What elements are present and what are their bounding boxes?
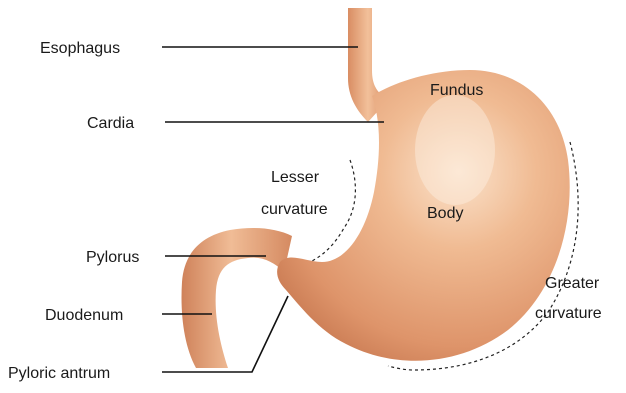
label-fundus: Fundus — [430, 82, 483, 99]
stomach-highlight — [415, 95, 495, 205]
label-pyloric-antrum: Pyloric antrum — [8, 365, 110, 382]
label-greater-curvature-2: curvature — [535, 305, 602, 322]
label-greater-curvature-1: Greater — [545, 275, 600, 292]
label-duodenum: Duodenum — [45, 307, 123, 324]
label-body: Body — [427, 205, 463, 222]
label-pylorus: Pylorus — [86, 249, 139, 266]
duodenum-shape — [182, 228, 292, 368]
label-lesser-curvature-1: Lesser — [271, 169, 320, 186]
label-lesser-curvature-2: curvature — [261, 201, 328, 218]
label-esophagus: Esophagus — [40, 40, 120, 57]
label-cardia: Cardia — [87, 115, 134, 132]
